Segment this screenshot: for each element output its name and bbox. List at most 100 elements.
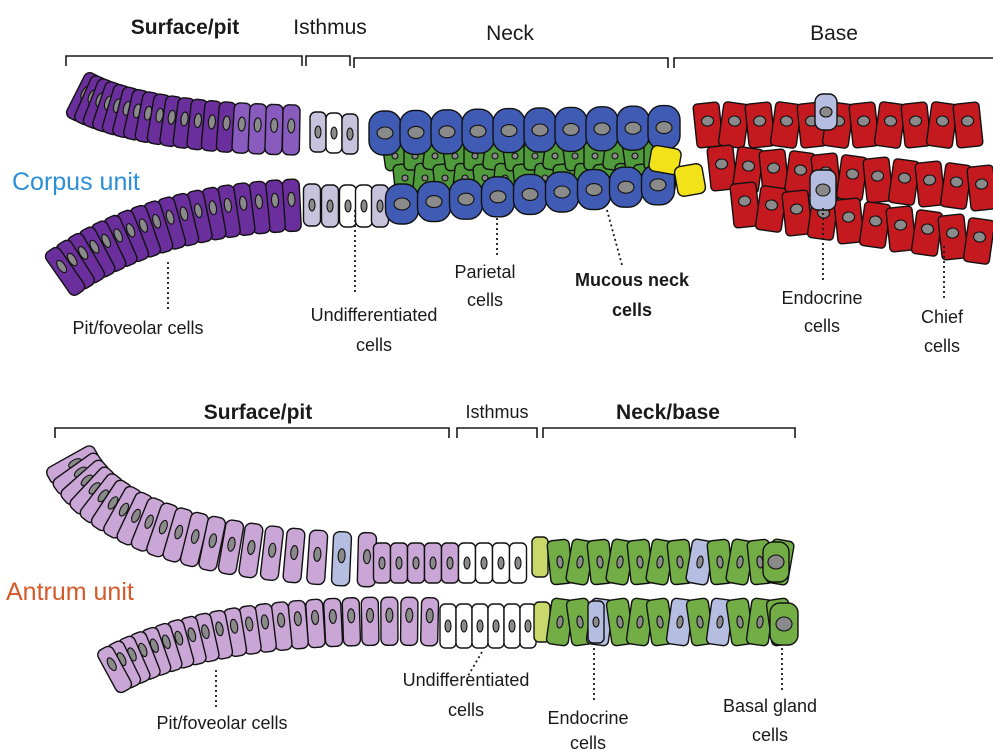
- cell-nucleus: [618, 181, 634, 193]
- cell-nucleus: [338, 549, 346, 563]
- cell-nucleus: [311, 610, 319, 624]
- corpus-mucous-upper-9: [648, 106, 680, 150]
- antrum-unit-title: Antrum unit: [6, 578, 134, 606]
- antrum-cell-layer: [44, 444, 798, 695]
- corpus-chief-2-1: [755, 185, 787, 232]
- antrum-label-basal-2: cells: [752, 725, 788, 745]
- cell-nucleus: [422, 175, 429, 182]
- cell-nucleus: [509, 620, 515, 632]
- antrum-pit-upper-16: [283, 528, 306, 583]
- corpus-cell-layer: [43, 71, 993, 298]
- cell-body: [674, 163, 707, 197]
- cell-nucleus: [254, 118, 262, 132]
- corpus-label-mucous-1: Mucous neck: [575, 270, 690, 290]
- antrum-upper-mid-5: [459, 543, 476, 583]
- antrum-region-neckbase: Neck/base: [616, 401, 720, 424]
- corpus-mucous-lower-0: [386, 184, 419, 224]
- cell-nucleus: [402, 175, 409, 182]
- corpus-mucous-upper-3: [462, 109, 494, 153]
- corpus-mucous-upper-2: [431, 110, 463, 154]
- corpus-label-endocrine-2: cells: [804, 316, 840, 336]
- antrum-label-basal-1: Basal gland: [723, 696, 817, 716]
- cell-nucleus: [361, 200, 367, 212]
- cell-nucleus: [498, 557, 504, 569]
- cell-nucleus: [612, 153, 619, 160]
- cell-nucleus: [592, 153, 598, 159]
- corpus-region-surface: Surface/pit: [131, 16, 240, 39]
- antrum-label-endocrine-1: Endocrine: [547, 708, 628, 728]
- corpus-mucous-upper-8: [617, 106, 649, 150]
- corpus-pit-upper-15: [248, 104, 267, 155]
- antrum-unit: Surface/pit Isthmus Neck/base Antrum uni…: [6, 401, 817, 751]
- corpus-isthmus-lower-2: [340, 185, 357, 227]
- cell-nucleus: [525, 620, 531, 632]
- corpus-label-parietal-1: Parietal: [454, 262, 515, 282]
- cell-nucleus: [586, 184, 602, 196]
- corpus-label-undiff-2: cells: [356, 335, 392, 355]
- corpus-mucous-upper-6: [555, 107, 587, 151]
- antrum-basal-cell-1: [770, 603, 798, 645]
- antrum-pit-lower-5: [323, 598, 342, 647]
- corpus-leader-mucous: [607, 210, 622, 265]
- cell-nucleus: [406, 608, 413, 622]
- corpus-region-base: Base: [810, 22, 858, 45]
- corpus-label-mucous-2: cells: [612, 300, 652, 320]
- antrum-pit-lower-3: [361, 597, 379, 645]
- cell-nucleus: [377, 127, 393, 139]
- antrum-pit-upper-18: [331, 531, 351, 586]
- cell-nucleus: [430, 557, 436, 569]
- cell-nucleus: [426, 196, 442, 208]
- cell-nucleus: [238, 117, 246, 131]
- antrum-pit-upper-15: [260, 525, 284, 581]
- antrum-upper-mid-8: [510, 543, 527, 583]
- corpus-label-endocrine-1: Endocrine: [781, 288, 862, 308]
- antrum-bracket-surface: [55, 428, 449, 438]
- corpus-bracket-isthmus: [306, 56, 350, 66]
- cell-nucleus: [515, 557, 521, 569]
- corpus-isthmus-lower-1: [322, 185, 339, 227]
- antrum-pit-lower-0: [421, 598, 439, 646]
- cell-nucleus: [493, 620, 499, 632]
- antrum-upper-mid-6: [476, 543, 493, 583]
- cell-nucleus: [532, 153, 538, 159]
- corpus-unit: Surface/pit Isthmus Neck Base Corpus uni…: [12, 16, 993, 356]
- antrum-region-isthmus: Isthmus: [465, 402, 528, 422]
- antrum-isthmus-lower-4: [504, 604, 520, 648]
- cell-nucleus: [366, 608, 373, 622]
- cell-nucleus: [309, 199, 315, 211]
- cell-nucleus: [379, 557, 385, 569]
- antrum-isthmus-lower-1: [456, 604, 472, 648]
- cell-nucleus: [442, 175, 449, 182]
- corpus-label-chief-2: cells: [924, 336, 960, 356]
- cell-nucleus: [594, 123, 610, 135]
- antrum-bracket-isthmus: [457, 428, 537, 438]
- antrum-label-undiff-1: Undifferentiated: [403, 670, 530, 690]
- antrum-pit-lower-4: [342, 598, 361, 647]
- corpus-region-neck: Neck: [486, 22, 534, 45]
- cell-nucleus: [563, 123, 579, 135]
- cell-nucleus: [492, 153, 499, 160]
- corpus-label-chief-1: Chief: [921, 307, 964, 327]
- cell-nucleus: [447, 557, 453, 569]
- corpus-pit-upper-17: [282, 105, 300, 155]
- cell-nucleus: [593, 617, 599, 627]
- antrum-upper-mid-7: [493, 543, 510, 583]
- cell-nucleus: [377, 200, 383, 212]
- corpus-label-undiff-1: Undifferentiated: [311, 305, 438, 325]
- corpus-label-parietal-2: cells: [467, 290, 503, 310]
- cell-nucleus: [347, 128, 353, 140]
- corpus-chief-2-5: [859, 201, 891, 248]
- antrum-endocrine-cell: [588, 601, 604, 643]
- cell-nucleus: [532, 124, 548, 136]
- antrum-upper-mid-1: [391, 543, 408, 583]
- cell-nucleus: [625, 122, 641, 134]
- corpus-mucous-lower-3: [482, 177, 515, 217]
- cell-nucleus: [501, 125, 517, 137]
- corpus-isthmus-upper-1: [326, 113, 342, 153]
- cell-nucleus: [363, 550, 370, 564]
- cell-nucleus: [270, 118, 277, 132]
- cell-nucleus: [572, 153, 579, 160]
- corpus-isthmus-lower-0: [304, 184, 321, 226]
- corpus-mucous-lower-2: [450, 179, 483, 219]
